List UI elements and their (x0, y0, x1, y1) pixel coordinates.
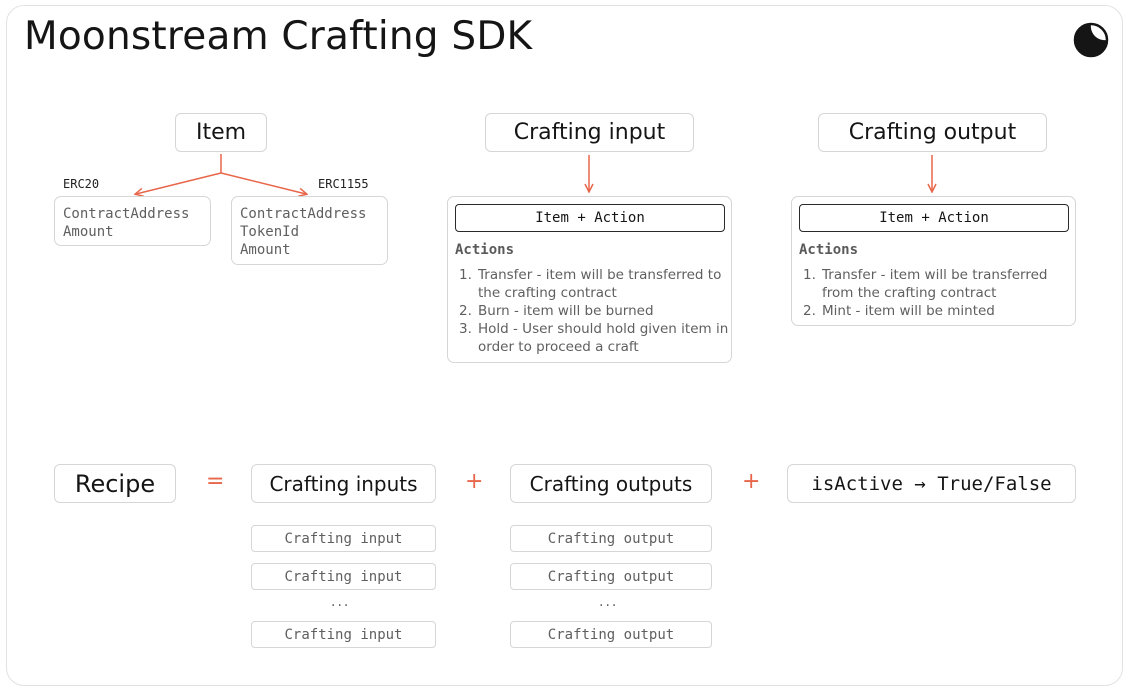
crafting-input-actions: 1.Transfer - item will be transferred to… (455, 266, 729, 356)
moon-icon[interactable] (1073, 22, 1109, 58)
crafting-output-box: Item + Action Actions 1.Transfer - item … (791, 196, 1076, 326)
erc20-label: ERC20 (63, 177, 100, 191)
erc20-field: Amount (63, 224, 114, 240)
actions-title: Actions (455, 242, 515, 258)
is-active-node: isActive → True/False (787, 464, 1076, 503)
erc1155-field: ContractAddress (240, 206, 367, 222)
plus-operator: + (465, 469, 484, 494)
crafting-output-item: Crafting output (510, 525, 712, 552)
action-item: 2.Burn - item will be burned (459, 303, 654, 319)
item-action-header: Item + Action (455, 204, 725, 232)
crafting-output-item: Crafting output (510, 621, 712, 648)
erc20-box: ContractAddress Amount (54, 196, 211, 246)
ellipsis: ... (331, 594, 351, 610)
action-item: 2.Mint - item will be minted (803, 303, 995, 319)
ellipsis: ... (599, 594, 619, 610)
action-item: 3.Hold - User should hold given item in … (459, 321, 729, 355)
action-item: 1.Transfer - item will be transferred to… (459, 267, 722, 301)
recipe-node: Recipe (54, 464, 176, 503)
erc20-field: ContractAddress (63, 206, 190, 222)
item-action-header: Item + Action (799, 204, 1069, 232)
erc1155-label: ERC1155 (318, 177, 369, 191)
item-branch-arrows (136, 154, 932, 194)
erc1155-field: TokenId (240, 224, 300, 240)
crafting-inputs-node: Crafting inputs (251, 464, 436, 503)
crafting-output-node: Crafting output (818, 113, 1047, 152)
crafting-input-node: Crafting input (485, 113, 694, 152)
crafting-input-item: Crafting input (251, 525, 436, 552)
crafting-input-box: Item + Action Actions 1.Transfer - item … (447, 196, 732, 363)
actions-title: Actions (799, 242, 859, 258)
erc1155-box: ContractAddress TokenId Amount (231, 196, 388, 265)
crafting-output-item: Crafting output (510, 563, 712, 590)
equals-operator: = (206, 469, 225, 494)
erc1155-field: Amount (240, 242, 291, 258)
crafting-outputs-node: Crafting outputs (510, 464, 712, 503)
plus-operator: + (742, 469, 761, 494)
crafting-output-actions: 1.Transfer - item will be transferred fr… (799, 266, 1073, 320)
page-title: Moonstream Crafting SDK (24, 14, 533, 59)
item-node: Item (175, 113, 267, 152)
crafting-input-item: Crafting input (251, 563, 436, 590)
crafting-input-item: Crafting input (251, 621, 436, 648)
action-item: 1.Transfer - item will be transferred fr… (803, 267, 1048, 301)
